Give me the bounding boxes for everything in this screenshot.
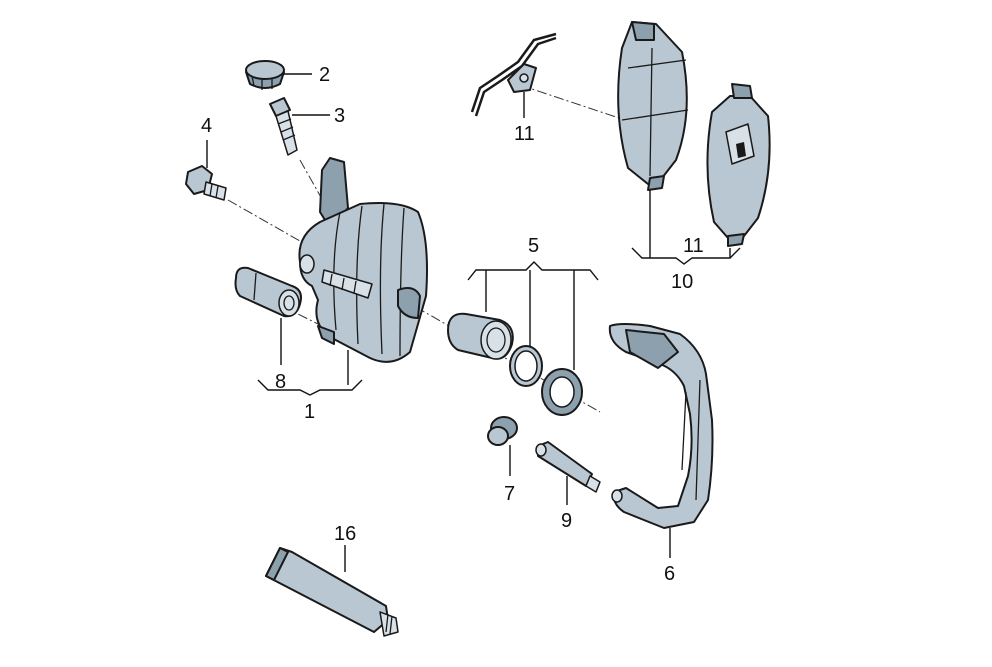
caliper-carrier-part — [608, 323, 714, 529]
callout-4: 4 — [201, 115, 212, 137]
callout-10: 10 — [671, 271, 693, 293]
guide-sleeve-part — [234, 266, 302, 318]
callout-11-pads: 11 — [683, 235, 704, 257]
piston-dust-boot — [541, 368, 583, 416]
leader-lines — [206, 73, 741, 572]
caliper-housing-part — [298, 157, 428, 363]
callout-1: 1 — [304, 401, 315, 423]
callout-9: 9 — [561, 510, 572, 532]
callout-3: 3 — [334, 105, 345, 127]
guide-bolt-part — [185, 165, 227, 201]
callout-5: 5 — [528, 235, 539, 257]
protective-plug-part — [487, 416, 518, 446]
bleed-valve-part — [269, 97, 298, 156]
callout-2: 2 — [319, 64, 330, 86]
piston-part — [447, 312, 514, 360]
retaining-spring-clip — [470, 32, 557, 117]
callout-7: 7 — [504, 483, 515, 505]
inner-brake-pad — [706, 83, 771, 247]
dust-cap-part — [245, 60, 285, 90]
piston-seal-ring — [509, 345, 543, 387]
callout-6: 6 — [664, 563, 675, 585]
outer-brake-pad — [617, 21, 689, 191]
guide-pin-part — [535, 441, 601, 493]
callout-11-clip: 11 — [514, 123, 535, 145]
callout-8: 8 — [275, 371, 286, 393]
grease-tube-part — [265, 547, 399, 637]
callout-16: 16 — [334, 523, 356, 545]
callout-labels: 1 2 3 4 5 6 7 8 9 10 11 11 16 — [201, 64, 704, 585]
